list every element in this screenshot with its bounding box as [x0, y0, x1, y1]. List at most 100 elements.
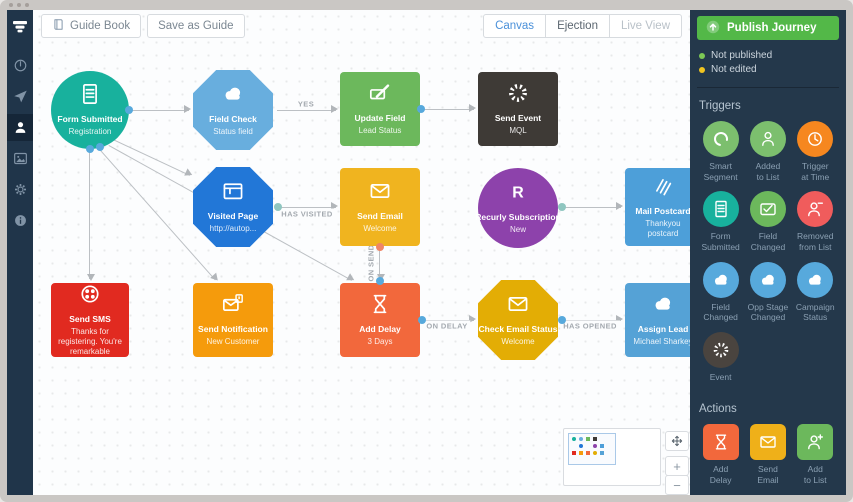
- cloud-icon: [809, 274, 822, 285]
- connector-dot[interactable]: [125, 106, 133, 114]
- guide-book-button[interactable]: Guide Book: [41, 14, 142, 38]
- tab-live-view[interactable]: Live View: [609, 14, 682, 38]
- node-subtitle: Welcome: [363, 223, 397, 233]
- node-title: Add Delay: [359, 324, 401, 335]
- zoom-in-button[interactable]: +: [665, 456, 689, 476]
- minimap-marker: [579, 437, 583, 441]
- status-label: Not edited: [711, 64, 757, 75]
- tab-ejection[interactable]: Ejection: [546, 14, 610, 38]
- connector-dot[interactable]: [376, 277, 384, 285]
- cloud-icon: [655, 297, 671, 310]
- node-subtitle: New Customer: [206, 336, 260, 346]
- connector-dot[interactable]: [558, 316, 566, 324]
- node-icon-wrap: R: [507, 181, 529, 208]
- edge-label: HAS OPENED: [560, 320, 620, 332]
- palette-shape: [749, 424, 786, 461]
- connector-dot[interactable]: [274, 203, 282, 211]
- tab-canvas[interactable]: Canvas: [483, 14, 547, 38]
- connector-dot[interactable]: [558, 203, 566, 211]
- sidebar-item-image[interactable]: [7, 145, 33, 172]
- sidebar-item-send[interactable]: [7, 83, 33, 110]
- window-control-dot: [17, 3, 21, 7]
- connector-dot[interactable]: [86, 145, 94, 153]
- connector-dot[interactable]: [96, 143, 104, 151]
- sidebar-item-dashboard[interactable]: [7, 52, 33, 79]
- connector-dot[interactable]: [376, 243, 384, 251]
- minimap-viewport[interactable]: [568, 433, 616, 465]
- minimap[interactable]: [563, 428, 661, 486]
- publish-journey-label: Publish Journey: [727, 22, 817, 34]
- svg-text:R: R: [512, 185, 524, 202]
- minimap-marker: [586, 451, 590, 455]
- node-icon-wrap: [507, 293, 529, 320]
- node-subtitle: http://autop...: [209, 223, 257, 233]
- node-icon-wrap: [507, 82, 529, 109]
- node-icon-wrap: [369, 82, 391, 109]
- minimap-marker: [579, 451, 583, 455]
- node-subtitle: New: [509, 224, 526, 234]
- node-icon-wrap: [222, 83, 244, 110]
- window-control-dot: [9, 3, 13, 7]
- section-title-triggers: Triggers: [699, 100, 741, 112]
- sidebar-item-contacts[interactable]: [7, 114, 33, 141]
- node-subtitle: Registration: [68, 126, 112, 136]
- pan-button[interactable]: [665, 431, 689, 451]
- edge-line: [279, 207, 336, 208]
- window-control-dot: [25, 3, 29, 7]
- guide-book-icon: [54, 19, 63, 30]
- sidebar-item-settings-gear[interactable]: [7, 176, 33, 203]
- zoom-out-button[interactable]: −: [665, 475, 689, 495]
- save-as-guide-button[interactable]: Save as Guide: [147, 14, 245, 38]
- palette-shape: [702, 121, 739, 157]
- update-icon: [369, 84, 390, 100]
- node-title: Recurly Subscription: [475, 212, 561, 223]
- edge-line: [277, 110, 336, 111]
- settings-gear-icon: [14, 184, 26, 196]
- node-subtitle: Michael Sharkey: [633, 336, 693, 346]
- palette-item-event[interactable]: Event: [697, 331, 744, 383]
- palette-shape: [749, 121, 786, 157]
- node-title: Field Check: [209, 114, 257, 125]
- sidebar: [7, 10, 33, 495]
- cloud-icon: [714, 274, 727, 285]
- publish-journey-button[interactable]: Publish Journey: [697, 16, 839, 40]
- connector-dot[interactable]: [417, 105, 425, 113]
- sidebar-item-help[interactable]: [7, 207, 33, 234]
- node-subtitle: Welcome: [501, 336, 535, 346]
- minimap-marker: [572, 437, 576, 441]
- node-title: Send Event: [494, 113, 542, 124]
- connector-dot[interactable]: [418, 316, 426, 324]
